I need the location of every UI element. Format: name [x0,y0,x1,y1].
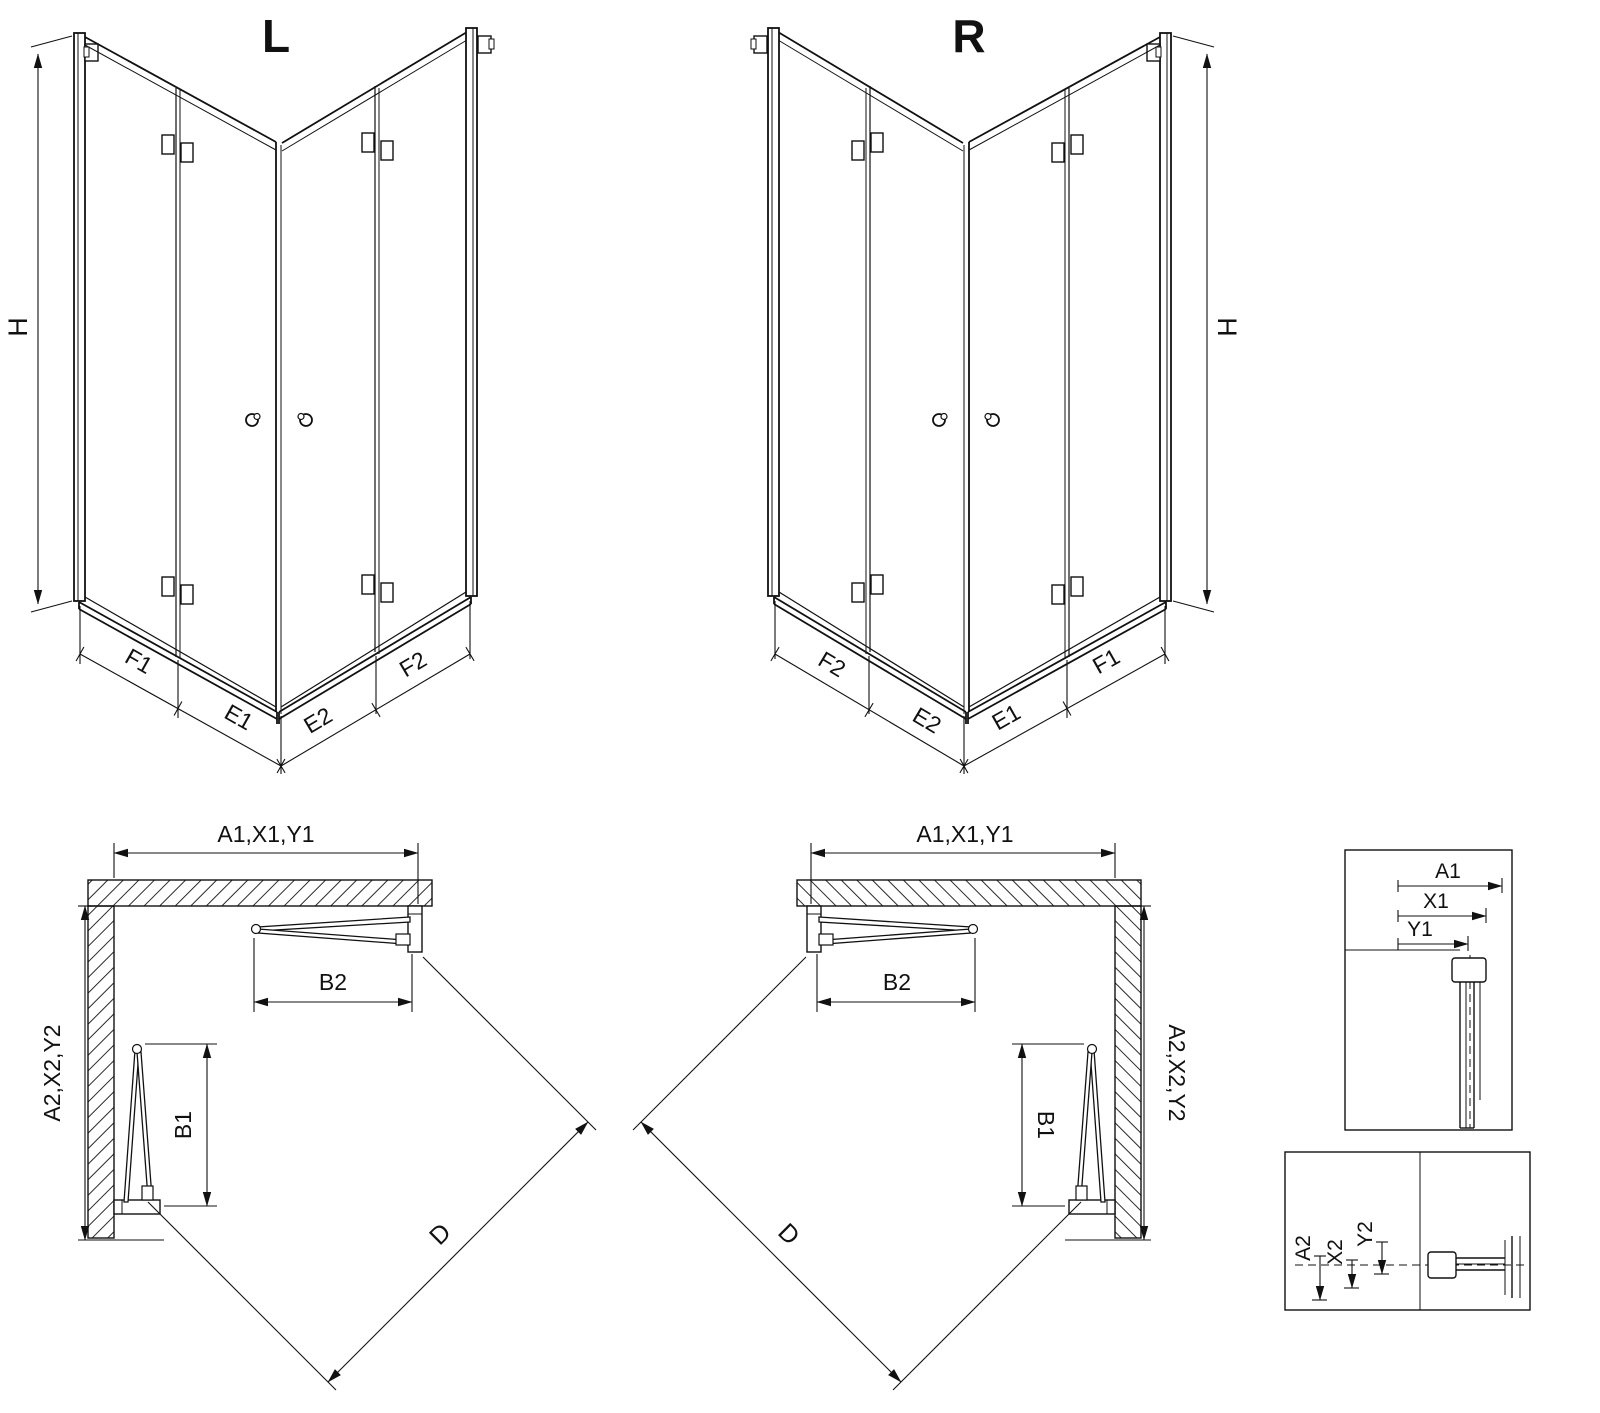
plan-view-right-variant [633,843,1151,1390]
detail-dim-x2: X2 [1324,1239,1347,1265]
detail-dim-y1: Y1 [1407,918,1433,941]
detail-dim-x1: X1 [1423,890,1449,913]
variant-label-right: R [952,10,985,62]
dim-label-e2-left: E2 [299,702,336,739]
plan-door-width-dim-left: B2 [319,969,347,995]
plan-diagonal-dim-right: D [772,1218,805,1251]
plan-view-left-variant [78,843,596,1390]
dim-label-f2-right: F2 [814,646,850,682]
detail-dim-y2: Y2 [1354,1221,1377,1247]
plan-width-dim-left: A1,X1,Y1 [217,821,314,847]
plan-door-depth-dim-left: B1 [170,1111,196,1139]
dim-label-e2-right: E2 [908,702,945,739]
height-dim-label-right: H [1212,317,1242,337]
detail-horizontal-profile [1344,849,1513,1131]
plan-diagonal-dim-left: D [424,1218,457,1251]
detail-dim-a2: A2 [1292,1235,1315,1261]
plan-door-width-dim-right: B2 [883,969,911,995]
detail-vertical-profile [1284,1151,1531,1311]
dim-label-f2-left: F2 [395,646,431,682]
height-dim-label-left: H [3,317,33,337]
plan-door-depth-dim-right: B1 [1033,1111,1059,1139]
plan-depth-dim-right: A2,X2,Y2 [1164,1024,1190,1121]
plan-width-dim-right: A1,X1,Y1 [916,821,1013,847]
plan-depth-dim-left: A2,X2,Y2 [39,1024,65,1121]
variant-label-left: L [262,10,290,62]
detail-dim-a1: A1 [1435,860,1461,883]
